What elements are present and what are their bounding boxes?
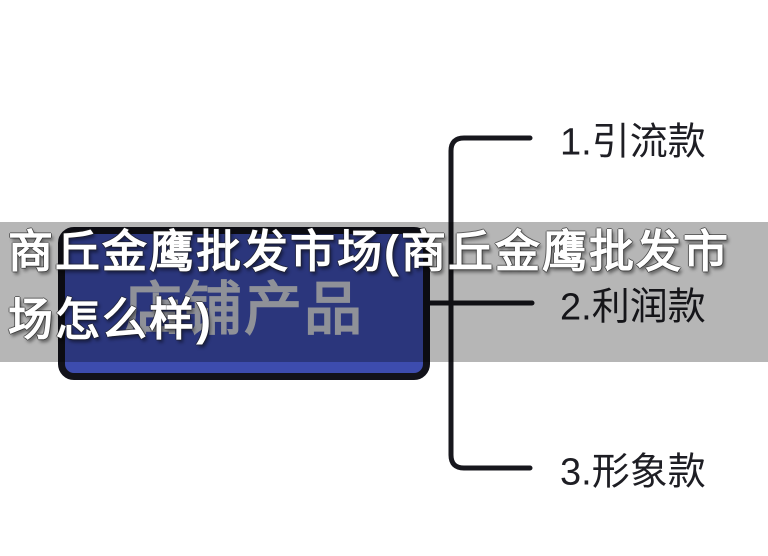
watermark-band — [0, 222, 768, 362]
root-node-label: 店铺产品 — [123, 276, 364, 342]
branch-label-1: 1.引流款 — [560, 121, 706, 164]
watermark-text-line2: 场怎么样) — [8, 294, 213, 345]
branch-label-2: 2.利润款 — [560, 286, 706, 329]
watermark-text-line1: 商丘金鹰批发市场(商丘金鹰批发市 — [8, 226, 730, 277]
branch-label-3: 3.形象款 — [560, 451, 706, 494]
root-node: 店铺产品 — [58, 227, 430, 380]
